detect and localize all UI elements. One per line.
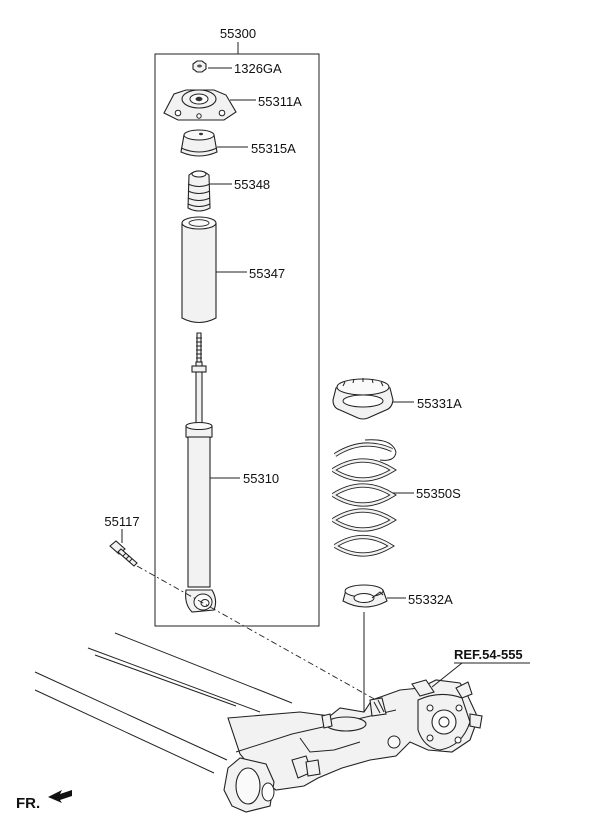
bolt-part (109, 540, 138, 567)
part-label-bolt: 55117 (104, 514, 139, 529)
front-arrow-icon (48, 790, 72, 803)
nut-part (192, 60, 207, 73)
rear-axle-beam (34, 632, 483, 813)
reference-label: REF.54-555 (454, 647, 523, 662)
part-label-lower-pad: 55332A (408, 592, 453, 607)
assembly-box (154, 53, 320, 627)
part-label-upper-pad: 55331A (417, 396, 462, 411)
part-label-boot: 55347 (249, 266, 285, 281)
cap-part (180, 129, 218, 157)
spring-part (331, 439, 397, 557)
part-label-shock: 55310 (243, 471, 279, 486)
shock-part (185, 332, 217, 613)
part-label-spring: 55350S (416, 486, 461, 501)
part-label-nut: 1326GA (234, 61, 282, 76)
part-label-bumper: 55348 (234, 177, 270, 192)
part-label-cap: 55315A (251, 141, 296, 156)
part-label-mount: 55311A (258, 94, 302, 109)
boot-part (181, 216, 217, 324)
mount-part (163, 89, 237, 121)
direction-label: FR. (16, 795, 40, 812)
lower-pad-part (342, 584, 388, 608)
assembly-label: 55300 (220, 26, 256, 41)
upper-pad-part (332, 378, 394, 420)
bumper-part (187, 170, 211, 212)
